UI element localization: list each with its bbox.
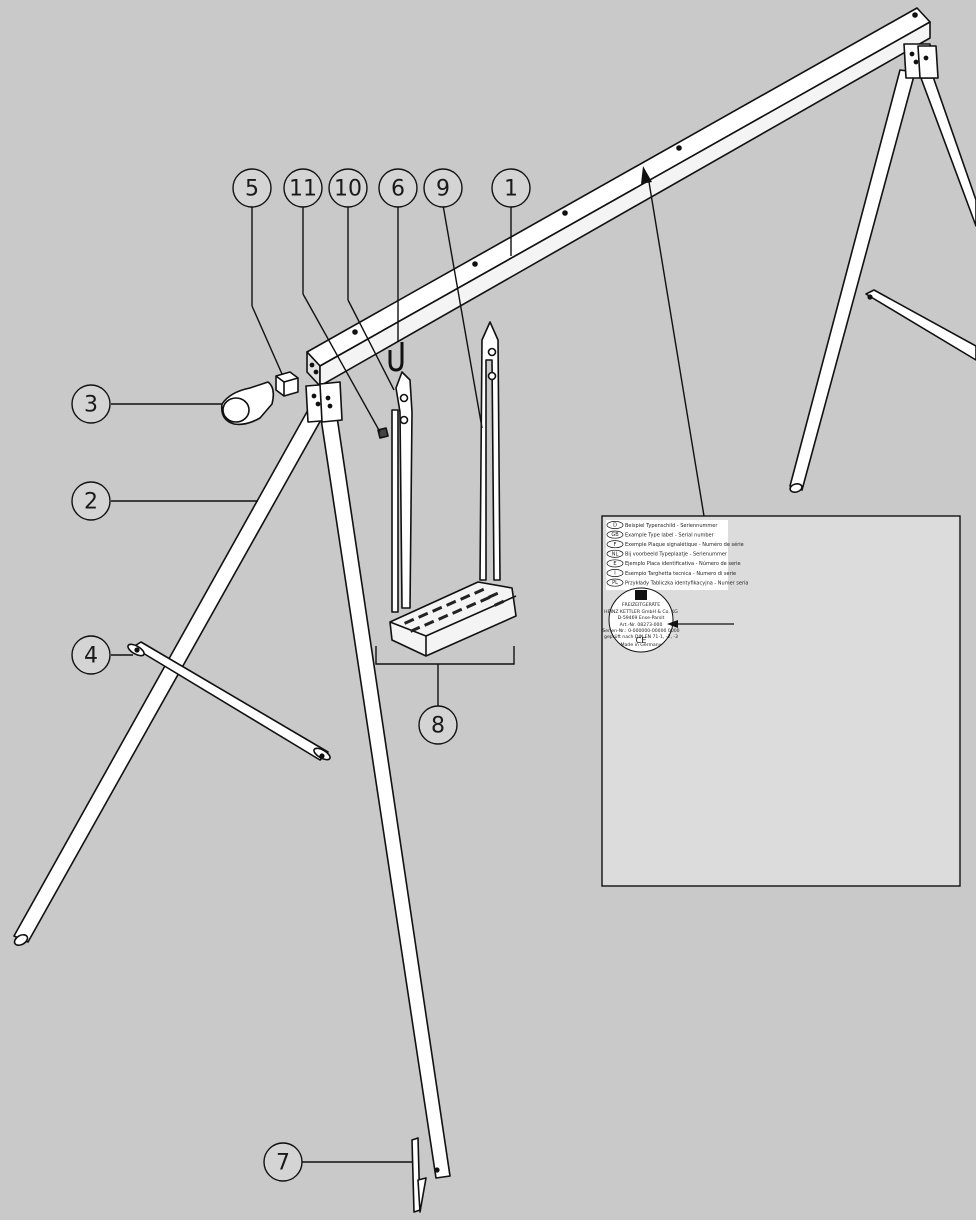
swing-seat-assembly bbox=[389, 321, 517, 657]
plate-address: D-59469 Ense-Parsit bbox=[618, 615, 665, 621]
callout-circle-6 bbox=[378, 168, 418, 208]
plate-made-in: Made in Germany bbox=[621, 642, 662, 648]
language-line-text: Przykłady Tabliczka identyfikacyjna - Nu… bbox=[625, 580, 749, 586]
callout-circle-1 bbox=[491, 168, 531, 208]
language-code: GB bbox=[611, 532, 619, 538]
callout-number-4: 4 bbox=[84, 644, 98, 669]
callout-circle-7 bbox=[263, 1142, 303, 1182]
end-cap bbox=[220, 381, 275, 426]
language-badge bbox=[606, 540, 624, 549]
callout-number-2: 2 bbox=[84, 490, 98, 515]
language-line-text: Esempio Targhetta tecnica - Numero di se… bbox=[625, 571, 736, 577]
plate-ce-mark: CE bbox=[636, 636, 647, 645]
cross-brace bbox=[127, 641, 331, 761]
callout-number-9: 9 bbox=[436, 177, 450, 202]
callout-number-8: 8 bbox=[431, 714, 445, 739]
callout-circles: 1 2 3 4 5 6 7 8 9 10 11 bbox=[71, 168, 531, 1182]
language-line-text: Ejemplo Placa identificativa - Número de… bbox=[625, 560, 741, 567]
callout-circle-11 bbox=[283, 168, 323, 208]
language-badge bbox=[606, 530, 624, 539]
connector-cube bbox=[275, 371, 299, 397]
plate-art-no: Art.-Nr. 08273-000 bbox=[620, 622, 663, 628]
language-code: F bbox=[614, 542, 617, 548]
language-code: D bbox=[613, 523, 617, 529]
callout-number-3: 3 bbox=[84, 393, 98, 418]
language-badge bbox=[606, 569, 624, 577]
plate-brand: FREIZEITGERÄTE bbox=[622, 601, 660, 608]
language-badge bbox=[606, 521, 624, 529]
callout-number-11: 11 bbox=[289, 177, 317, 202]
plate-serial: Serien-Nr.: 0-000000-00000 0000 bbox=[602, 628, 679, 634]
callout-number-7: 7 bbox=[276, 1151, 290, 1176]
right-frame-legs bbox=[789, 43, 976, 493]
left-frame-legs bbox=[13, 381, 451, 1179]
language-line-text: Bij voorbeeld Typeplaatje - Serienummer bbox=[625, 552, 728, 558]
language-line-text: Beispiel Typenschild - Seriennummer bbox=[625, 523, 718, 529]
language-line-text: Example Type label - Serial number bbox=[625, 532, 715, 538]
callout-circle-9 bbox=[423, 168, 463, 208]
language-badge bbox=[606, 549, 624, 558]
callout-circle-8 bbox=[418, 705, 458, 745]
callout-circle-10 bbox=[328, 168, 368, 208]
callout-number-6: 6 bbox=[391, 177, 405, 202]
callout-number-10: 10 bbox=[334, 177, 362, 202]
seat-bracket bbox=[375, 646, 515, 665]
plate-standard: geprüft nach DIN EN 71-1, -2, -3 bbox=[604, 634, 678, 640]
callout-circle-2 bbox=[71, 481, 111, 521]
swing-hook bbox=[388, 342, 404, 372]
language-badge bbox=[606, 578, 624, 587]
top-beam bbox=[306, 7, 931, 387]
callout-circle-3 bbox=[71, 384, 111, 424]
callout-circle-5 bbox=[232, 168, 272, 208]
callout-number-1: 1 bbox=[504, 177, 518, 202]
arrow-to-beam bbox=[641, 166, 652, 184]
language-code: PL bbox=[612, 580, 618, 586]
ground-peg bbox=[411, 1137, 427, 1213]
language-code: I bbox=[614, 571, 615, 577]
callout-number-5: 5 bbox=[245, 177, 259, 202]
plate-company: HEINZ KETTLER GmbH & Co. KG bbox=[604, 609, 678, 615]
language-code: NL bbox=[612, 551, 619, 557]
callout-circle-4 bbox=[71, 635, 111, 675]
language-code: E bbox=[613, 561, 616, 567]
leader-lines bbox=[111, 175, 705, 1163]
clip-part bbox=[377, 427, 389, 439]
language-badge bbox=[606, 559, 624, 568]
language-line-text: Exemple Plaque signalétique - Numéro de … bbox=[625, 541, 744, 548]
